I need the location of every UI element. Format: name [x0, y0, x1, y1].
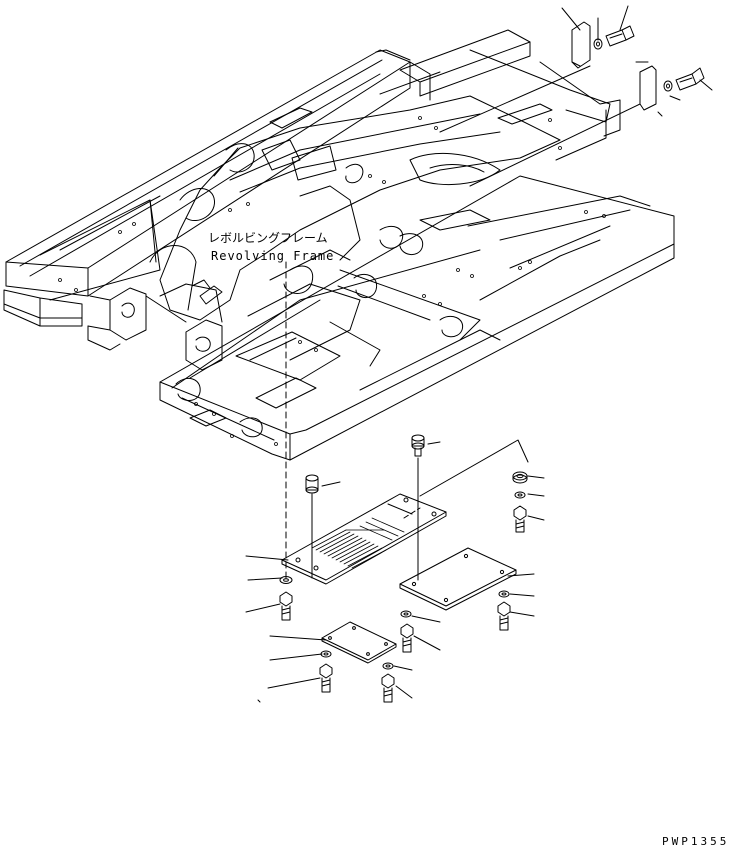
bracket-left [571, 21, 591, 69]
leader-lines [245, 441, 545, 703]
washer-lower-right-2 [498, 590, 510, 598]
pin-1 [411, 434, 425, 457]
drawing-code: PWP1355 [662, 835, 730, 848]
bolt-lower-left-2 [319, 663, 333, 693]
bolt-lower-right-2 [497, 601, 511, 631]
bolt-lower-mid-2 [381, 673, 395, 703]
upper-leaders [439, 5, 713, 187]
washer-upper-2 [663, 80, 673, 92]
washer-set-top-right [512, 471, 528, 499]
revolving-frame [3, 29, 675, 461]
bolt-lower-left-1 [279, 591, 293, 621]
assembly-lines [285, 261, 529, 581]
pin-2 [305, 474, 319, 494]
boom-bracket [87, 245, 223, 371]
bolt-upper-2 [675, 67, 705, 91]
center-beam [159, 95, 561, 321]
washer-lower-mid-1 [400, 610, 412, 618]
cover-grille [311, 517, 405, 569]
bolt-lower-right-1 [513, 505, 527, 533]
left-side-deck [3, 49, 441, 327]
rear-cross-beam [399, 29, 621, 161]
right-side-deck [159, 175, 675, 461]
washer-lower-mid-2 [382, 662, 394, 670]
frame-holes [58, 116, 606, 446]
frame-label-japanese: レボルビングフレーム [208, 231, 328, 245]
frame-label-english: Revolving Frame [211, 249, 335, 263]
bracket-right [639, 65, 657, 111]
large-cover [281, 493, 447, 585]
under-covers [281, 493, 517, 664]
small-cover-left [321, 621, 397, 664]
lower-fasteners [279, 434, 528, 703]
small-cover-right [399, 547, 517, 611]
upper-brackets [439, 5, 713, 187]
bolt-upper-1 [605, 25, 635, 47]
bolt-lower-mid-1 [400, 623, 414, 653]
